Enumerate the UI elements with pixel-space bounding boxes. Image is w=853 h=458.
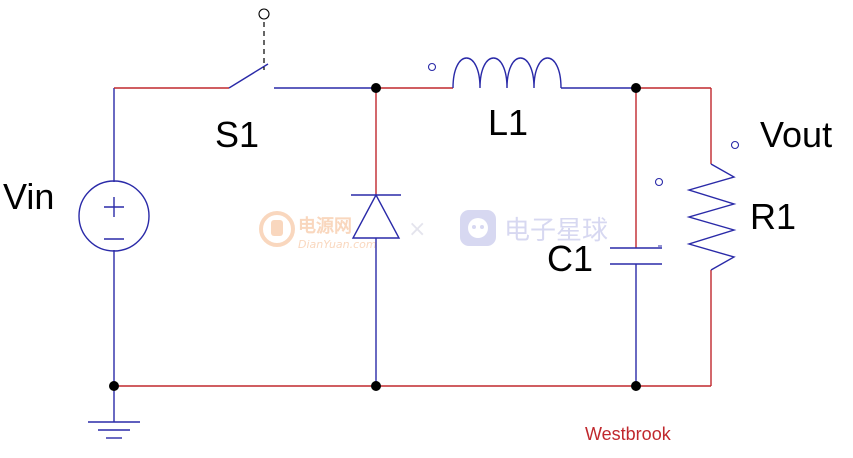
robot-logo-icon (460, 210, 496, 246)
junction-node (631, 83, 641, 93)
watermark: 电源网 DianYuan.com × 电子星球 (259, 210, 608, 251)
label-s1: S1 (215, 114, 259, 155)
watermark-left-brand: 电源网 (298, 215, 352, 237)
watermark-separator: × (408, 217, 426, 242)
capacitor-c1 (610, 177, 664, 265)
switch-s1 (228, 8, 376, 89)
watermark-right-brand: 电子星球 (504, 216, 608, 246)
voltage-source-vin (78, 180, 150, 252)
junction-node (371, 83, 381, 93)
label-vout: Vout (760, 114, 832, 155)
diode (351, 193, 401, 239)
dianyuan-logo-icon (259, 211, 295, 247)
author-credit: Westbrook (585, 424, 672, 444)
junction-node (631, 381, 641, 391)
junction-node (371, 381, 381, 391)
label-l1: L1 (488, 102, 528, 143)
label-vin: Vin (3, 176, 54, 217)
junction-node (109, 381, 119, 391)
inductor-l1 (427, 57, 562, 89)
watermark-left-url: DianYuan.com (298, 238, 377, 251)
junction-nodes (109, 83, 641, 391)
ground-icon (88, 386, 140, 439)
resistor-r1 (686, 140, 740, 271)
label-c1: C1 (547, 238, 593, 279)
label-r1: R1 (750, 196, 796, 237)
